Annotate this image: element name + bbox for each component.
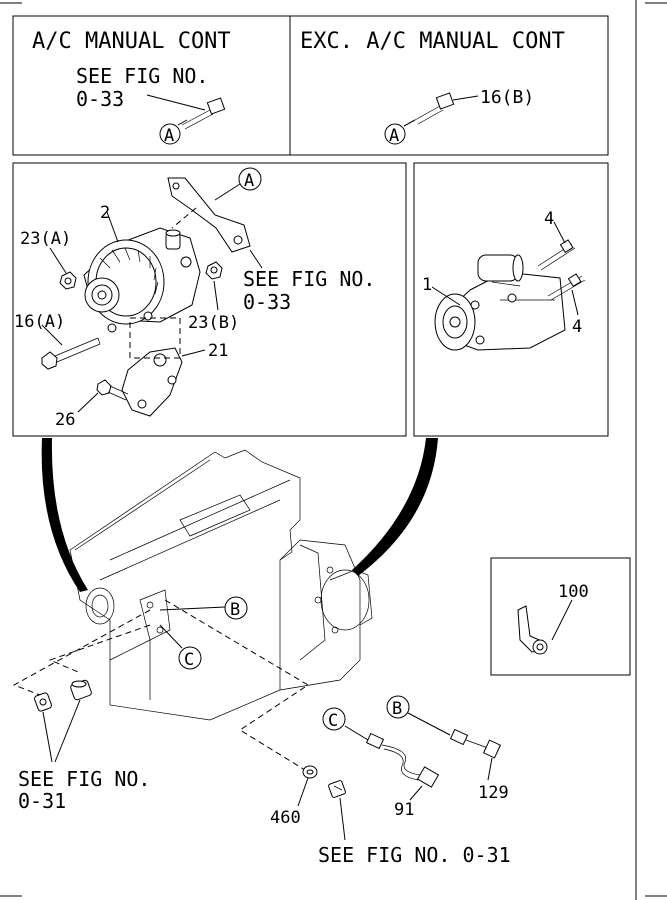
ac-manual-fig-no: 0-33: [76, 87, 124, 111]
sensor-129: [386, 695, 502, 759]
plug-460: [328, 780, 346, 798]
engine-block: [69, 449, 373, 721]
part-100-label: 100: [558, 582, 589, 602]
bolt-icon: [181, 97, 226, 130]
alternator: [83, 227, 201, 333]
starter-motor: [434, 254, 566, 351]
clip-box: 100: [490, 557, 631, 676]
bracket: [167, 177, 251, 253]
exc-ac-manual-title: EXC. A/C MANUAL CONT: [300, 29, 565, 54]
ref-a-label-3: A: [244, 171, 254, 191]
ac-manual-see-fig: SEE FIG NO.: [76, 64, 208, 88]
part-460-label: 460: [270, 808, 301, 828]
part-26-label: 26: [55, 410, 75, 430]
part-16a-label: 16(A): [14, 312, 65, 332]
ref-a-callout-2: [384, 123, 406, 145]
part-23b-label: 23(B): [188, 313, 239, 333]
engine-see-fig-left: SEE FIG NO.: [18, 767, 150, 791]
starter-connector-arc: [352, 438, 438, 576]
ac-manual-title: A/C MANUAL CONT: [32, 29, 231, 54]
ref-b-label: B: [230, 600, 240, 620]
ref-c-callout: [178, 646, 202, 670]
alternator-connector-arc: [41, 438, 88, 592]
ref-c-sensor-label: C: [328, 711, 338, 731]
bolt-16a: [41, 337, 101, 370]
plug-fitting-right: [70, 679, 92, 701]
ref-a-label: A: [164, 126, 174, 146]
part-129-label: 129: [478, 783, 509, 803]
alt-see-fig: SEE FIG NO.: [243, 267, 375, 291]
bolt-16b-icon: [414, 92, 455, 125]
part-23a-label: 23(A): [20, 229, 71, 249]
sensor-91: [322, 707, 440, 788]
stud-bolt-top: [537, 239, 576, 271]
part-91-label: 91: [394, 800, 414, 820]
alternator-box: A 2 23(A): [12, 162, 407, 437]
ref-b-sensor-label: B: [392, 699, 402, 719]
ref-c-label: C: [184, 650, 194, 670]
ref-a-callout: [159, 123, 181, 145]
leader-lines: [12, 599, 309, 771]
part-4-top-label: 4: [544, 209, 554, 229]
starter-box: 1 4 4: [413, 162, 609, 437]
stud-bolt-bottom: [547, 273, 586, 301]
bolt-26: [96, 379, 129, 401]
ref-a-callout-3: [238, 167, 262, 191]
alt-fig-no: 0-33: [243, 290, 291, 314]
engine-see-fig-bottom: SEE FIG NO. 0-31: [318, 843, 511, 867]
engine-fig-no-left: 0-31: [18, 789, 66, 813]
ref-a-label-2: A: [389, 126, 399, 146]
clip-100: [517, 605, 548, 655]
bracket-21: [121, 317, 183, 417]
part-4-bottom-label: 4: [572, 317, 582, 337]
plug-fitting-left: [34, 692, 52, 712]
ac-variant-box: A/C MANUAL CONT SEE FIG NO. 0-33 A EXC. …: [12, 15, 609, 156]
part-21-label: 21: [208, 341, 228, 361]
part-2-label: 2: [100, 203, 110, 223]
part-1-label: 1: [422, 275, 432, 295]
part-16b-label: 16(B): [480, 87, 534, 108]
ref-b-callout: [224, 596, 248, 620]
